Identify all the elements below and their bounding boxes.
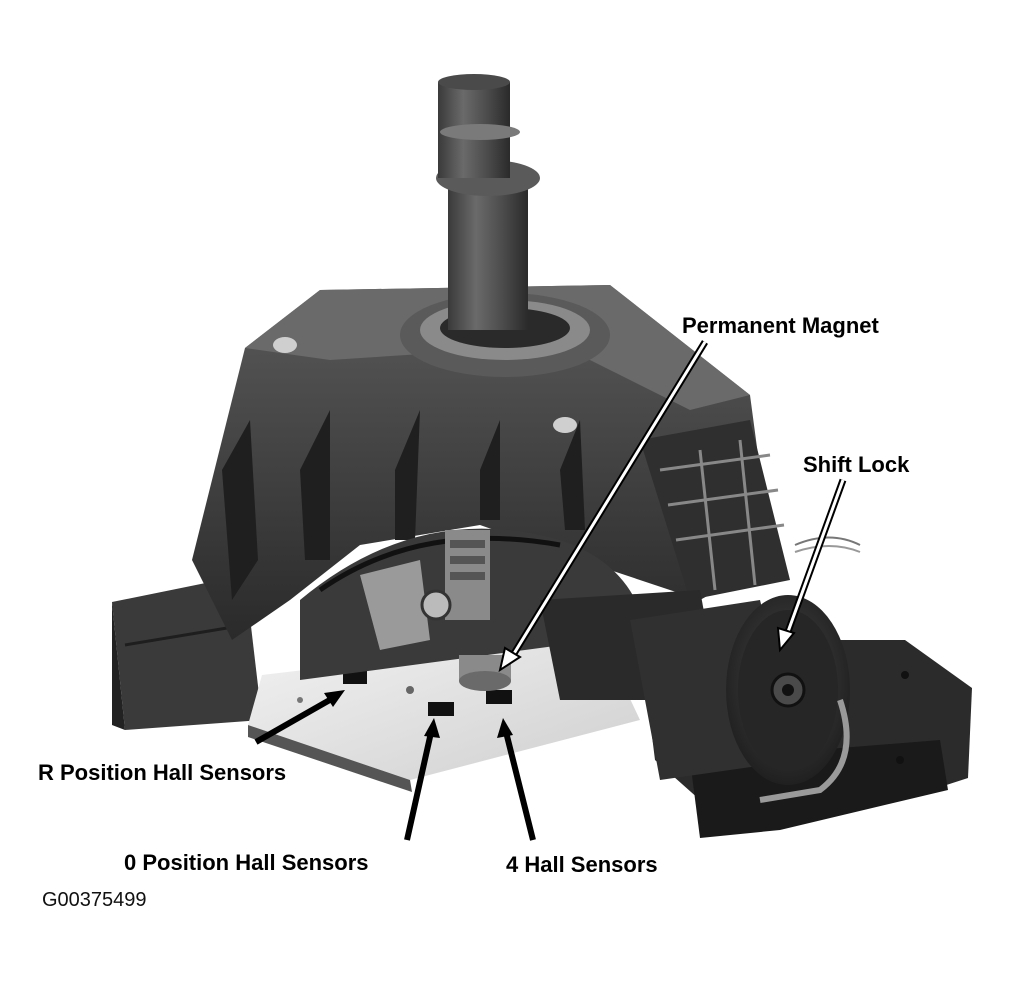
arrow-four-hall: [497, 718, 536, 841]
shift-lock-motor: [540, 536, 861, 803]
label-four-hall-sensors: 4 Hall Sensors: [506, 852, 658, 877]
label-permanent-magnet: Permanent Magnet: [682, 313, 879, 338]
zero-hall-sensor-chip: [428, 702, 454, 716]
arrow-shift-lock: [776, 478, 847, 653]
four-hall-sensor-chip: [486, 690, 512, 704]
label-r-position-hall-sensors: R Position Hall Sensors: [38, 760, 287, 785]
leader-arrows: [254, 340, 847, 841]
arrow-zero-position: [404, 718, 440, 841]
inner-mechanism: [360, 530, 511, 691]
arrow-r-position: [254, 690, 345, 745]
label-shift-lock: Shift Lock: [803, 452, 910, 477]
figure-id: G00375499: [42, 889, 147, 911]
gear-stick: [400, 74, 610, 377]
label-zero-position-hall-sensors: 0 Position Hall Sensors: [124, 850, 369, 875]
arrow-permanent-magnet: [498, 340, 708, 673]
